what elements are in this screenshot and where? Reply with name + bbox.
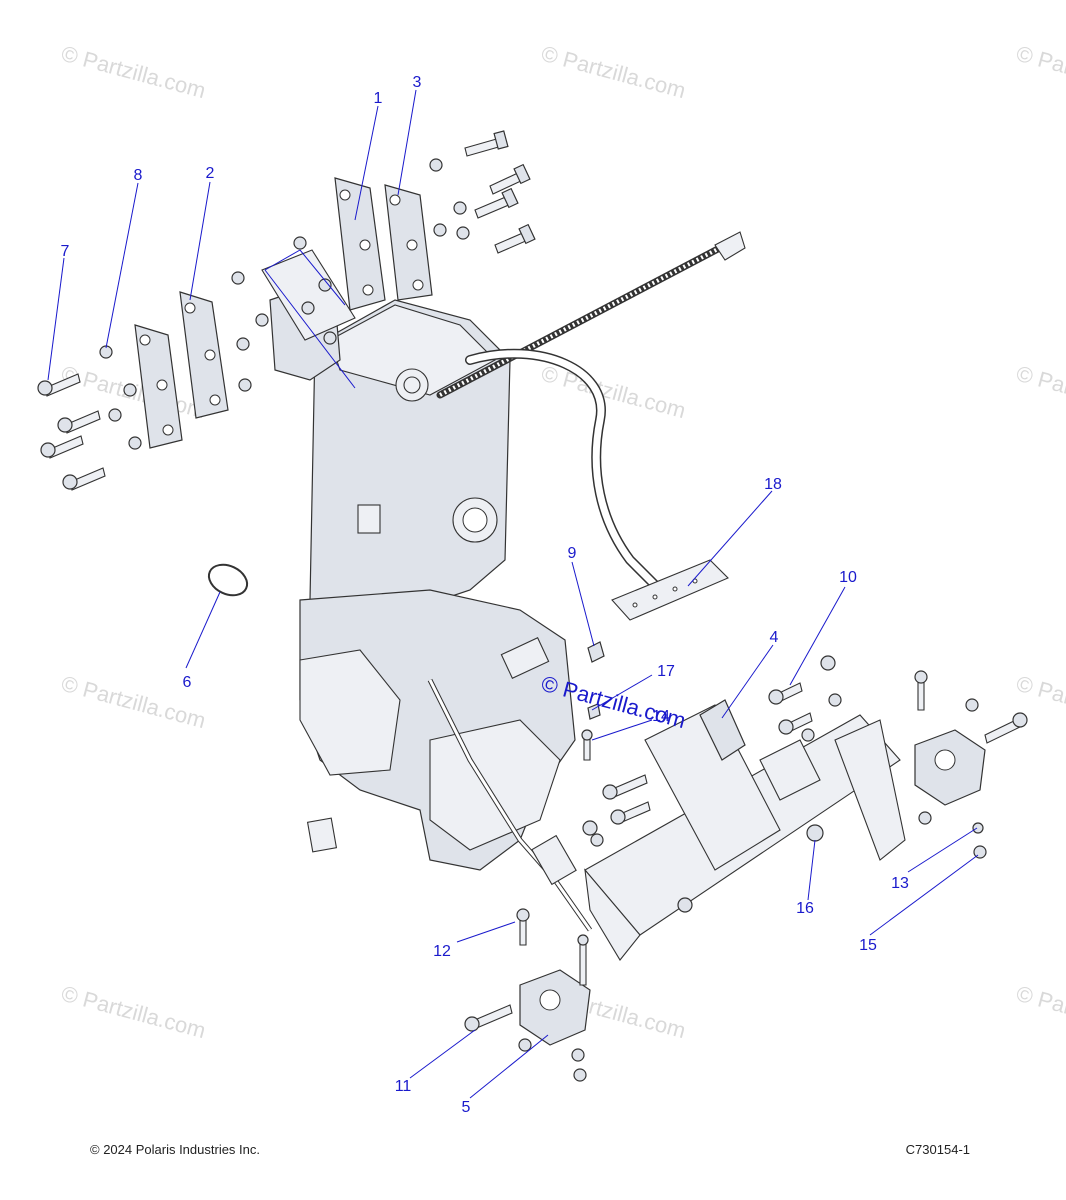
- callout-8: 8: [134, 167, 143, 184]
- cable-end: [714, 231, 746, 261]
- oil-cap-inner: [403, 376, 421, 394]
- part-2-mount-plate: [179, 291, 229, 419]
- callout-5: 5: [462, 1099, 471, 1116]
- callout-13: 13: [891, 875, 909, 892]
- coolant-outlet: [306, 817, 338, 853]
- part-9-nut: [587, 641, 605, 663]
- engine-assembly: [261, 249, 576, 871]
- callout-11: 11: [395, 1078, 412, 1095]
- callout-12: 12: [433, 943, 451, 960]
- starter-motor: [429, 719, 561, 851]
- callout-2: 2: [206, 165, 215, 182]
- cylinder-head-top: [329, 304, 496, 396]
- mount-plates: [134, 177, 433, 449]
- callout-16: 16: [796, 900, 814, 917]
- part-18-plate: [611, 559, 729, 621]
- callout-15: 15: [859, 937, 877, 954]
- callout-18: 18: [764, 476, 782, 493]
- callout-3: 3: [413, 74, 422, 91]
- callout-1: 1: [374, 90, 383, 107]
- figure-id: C730154-1: [905, 1142, 970, 1157]
- watermark: © Partzilla.com: [59, 41, 209, 104]
- clutch-cover: [299, 649, 401, 776]
- throttle-bore: [462, 507, 488, 533]
- callout-10: 10: [839, 569, 857, 586]
- part-16-grommet: [806, 824, 824, 842]
- part-17-fitting: [587, 703, 601, 720]
- upper-bolts: [293, 130, 536, 345]
- callout-9: 9: [568, 545, 577, 562]
- part-6-clamp: [207, 563, 249, 597]
- watermark: © Partzilla.com: [539, 41, 689, 104]
- leader-lines: [47, 89, 979, 1099]
- watermark: © Partzilla.com: [1014, 361, 1066, 424]
- callout-7: 7: [61, 243, 70, 260]
- sensor-connector: [500, 637, 550, 679]
- breather-cable: [436, 231, 746, 399]
- left-bolts: [37, 271, 269, 491]
- frame-hardware: [581, 655, 842, 913]
- callout-6: 6: [183, 674, 192, 691]
- watermark: © Partzilla.com: [539, 361, 689, 424]
- part-4-frame-bracket: [584, 699, 906, 961]
- watermark: © Partzilla.com: [1014, 981, 1066, 1044]
- watermark: © Partzilla.com: [1014, 41, 1066, 104]
- callout-17: 17: [657, 663, 675, 680]
- copyright-text: © 2024 Polaris Industries Inc.: [90, 1142, 260, 1157]
- harness-connector: [531, 834, 577, 886]
- callout-4: 4: [770, 629, 779, 646]
- watermark: © Partzilla.com: [59, 981, 209, 1044]
- ecu-bracket: [261, 249, 356, 341]
- callout-14: 14: [652, 708, 670, 725]
- mount-bushings: [464, 670, 1028, 1082]
- block-plate: [357, 504, 381, 534]
- callouts: 1 2 3 4 5 6 7 8 9 10 11 12 13 14 15 16 1…: [61, 74, 909, 1116]
